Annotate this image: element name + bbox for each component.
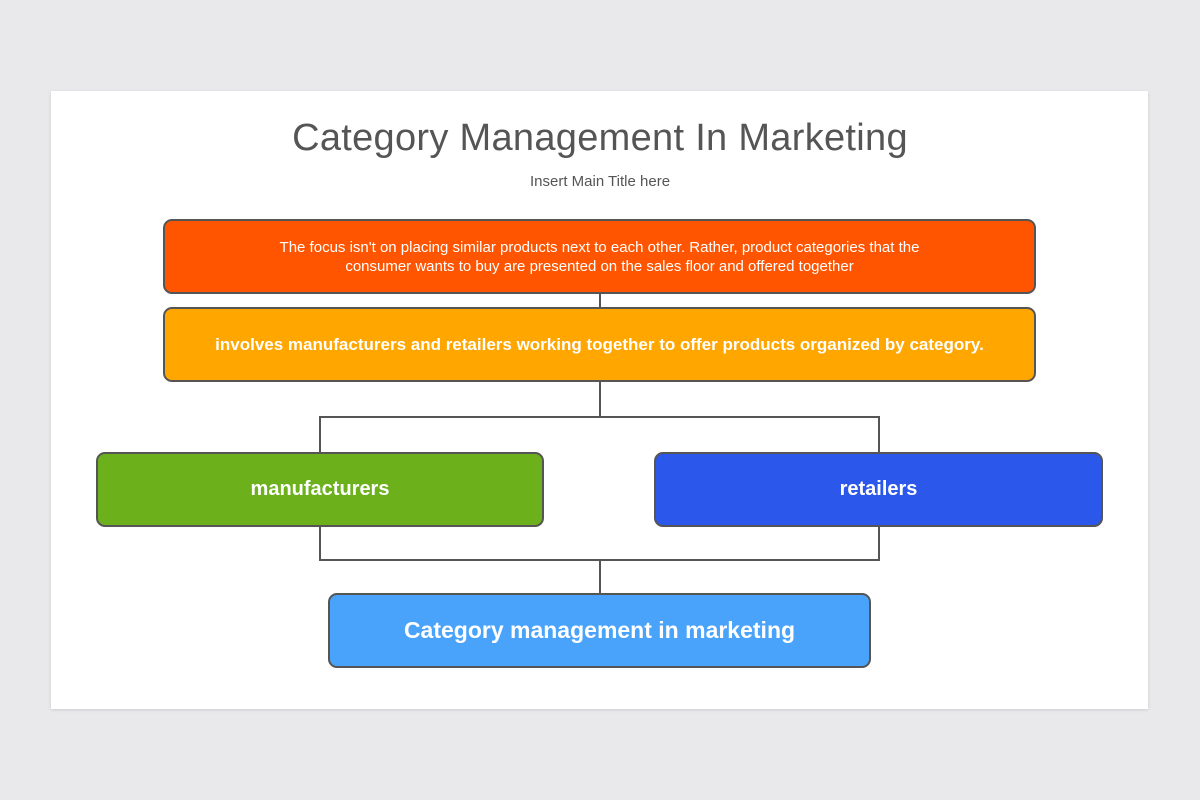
manufacturers-box-text: manufacturers: [250, 478, 390, 500]
focus-box-text: The focus isn't on placing similar produ…: [279, 238, 920, 275]
category-management-box-text: Category management in marketing: [403, 617, 796, 643]
focus-box: The focus isn't on placing similar produ…: [163, 219, 1036, 294]
connector-split-bracket: [319, 416, 880, 452]
page-title: Category Management In Marketing: [292, 117, 908, 159]
involves-box-text: involves manufacturers and retailers wor…: [215, 334, 984, 354]
retailers-box-text: retailers: [839, 478, 918, 500]
manufacturers-box: manufacturers: [96, 452, 544, 527]
connector-merge-bracket: [319, 527, 880, 561]
category-management-box: Category management in marketing: [328, 593, 871, 668]
page-subtitle: Insert Main Title here: [529, 173, 671, 190]
retailers-box: retailers: [654, 452, 1103, 527]
involves-box: involves manufacturers and retailers wor…: [163, 307, 1036, 382]
